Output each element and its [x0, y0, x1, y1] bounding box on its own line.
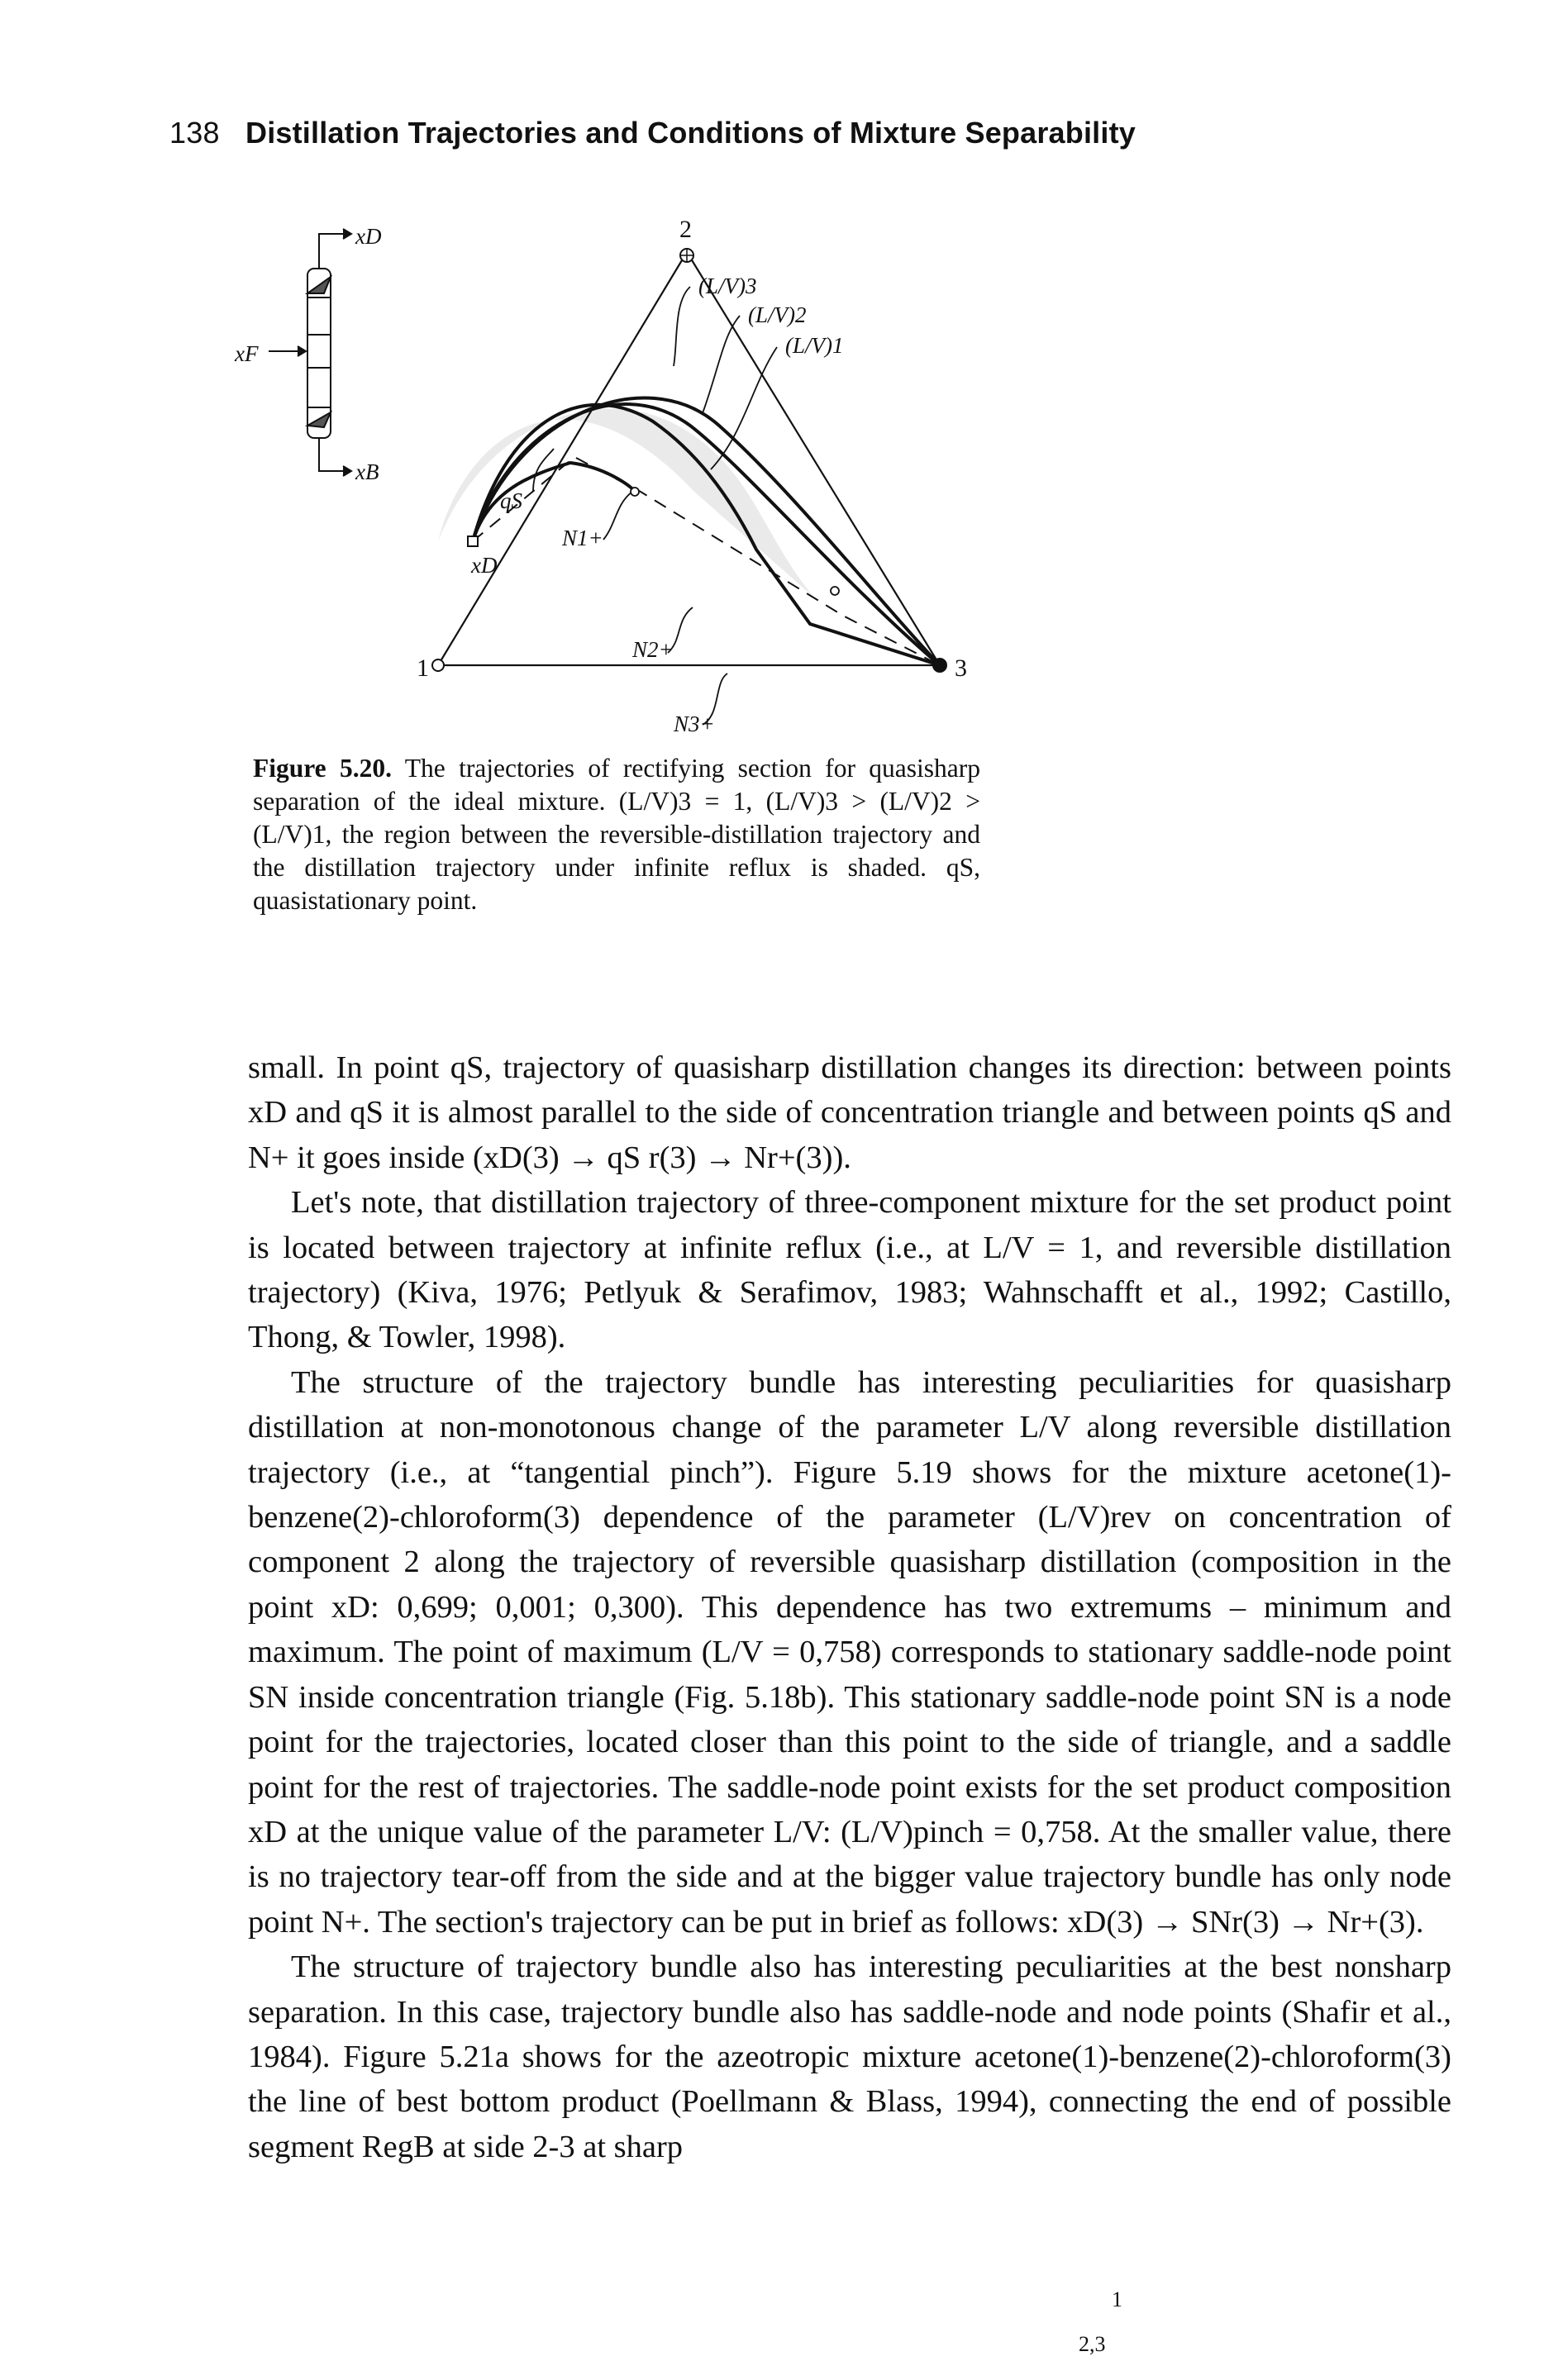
- triangle-side-2-3: [686, 251, 941, 666]
- reversible-trajectory: [472, 455, 941, 666]
- lv1-pointer: [710, 346, 778, 470]
- subscript-note: 2,3: [1079, 2332, 1106, 2357]
- n3-pointer: [702, 673, 728, 726]
- vertex-1-marker: [431, 659, 445, 672]
- lv2-pointer: [702, 315, 741, 414]
- figure-5-20: xD xF xB 2 1 3 xD qS N1+ N2+ N3+ (L/V)3 …: [215, 219, 1041, 748]
- paragraph-4: The structure of trajectory bundle also …: [248, 1949, 1451, 2164]
- paragraph-3: The structure of the trajectory bundle h…: [248, 1364, 1451, 1940]
- triangle-side-1-2: [437, 251, 688, 666]
- triangle-diagram: xD xF xB 2 1 3 xD qS N1+ N2+ N3+ (L/V)3 …: [234, 219, 967, 736]
- vertex-3-marker: [932, 658, 947, 673]
- label-lv3: (L/V)3: [698, 274, 757, 298]
- trajectory-lv1: [471, 402, 941, 667]
- figure-caption: Figure 5.20. The trajectories of rectify…: [253, 752, 980, 917]
- label-vertex-3: 3: [955, 654, 967, 682]
- n2-pointer: [667, 607, 693, 654]
- lv3-pointer: [673, 286, 691, 367]
- label-xb: xB: [355, 459, 379, 484]
- label-xd-point: xD: [470, 553, 498, 578]
- xd-point-marker: [467, 536, 479, 547]
- running-title: Distillation Trajectories and Conditions…: [245, 116, 1136, 150]
- page-number: 138: [169, 116, 220, 150]
- label-lv2: (L/V)2: [748, 302, 807, 327]
- shaded-region: [438, 408, 814, 597]
- label-xf: xF: [234, 341, 259, 366]
- body-text: small. In point qS, trajectory of quasis…: [248, 1045, 1451, 2169]
- label-n2: N2+: [631, 637, 674, 662]
- n1-pointer: [603, 491, 633, 540]
- label-vertex-1: 1: [417, 654, 429, 682]
- subscript-note-1: 1: [1112, 2287, 1122, 2311]
- caption-label: Figure 5.20.: [253, 754, 392, 783]
- label-vertex-2: 2: [679, 219, 692, 243]
- paragraph-2: Let's note, that distillation trajectory…: [248, 1185, 1451, 1355]
- trajectory-lv3: [471, 396, 941, 667]
- caption-text: The trajectories of rectifying section f…: [253, 754, 980, 915]
- label-qs: qS: [500, 488, 523, 513]
- label-n3: N3+: [673, 712, 715, 736]
- label-n1: N1+: [561, 526, 603, 550]
- n2-marker: [830, 586, 840, 596]
- trajectory-lv2: [471, 402, 941, 667]
- trajectory-qs: [471, 460, 640, 542]
- running-header: 138 Distillation Trajectories and Conditi…: [169, 116, 1136, 150]
- column-schematic: [269, 228, 353, 477]
- n1-marker: [630, 487, 640, 497]
- qs-pointer: [532, 448, 555, 493]
- subscript-note-2: 2,3: [1079, 2332, 1106, 2356]
- paragraph-1: small. In point qS, trajectory of quasis…: [248, 1050, 1451, 1175]
- label-xd-column: xD: [355, 224, 382, 249]
- label-lv1: (L/V)1: [785, 333, 844, 358]
